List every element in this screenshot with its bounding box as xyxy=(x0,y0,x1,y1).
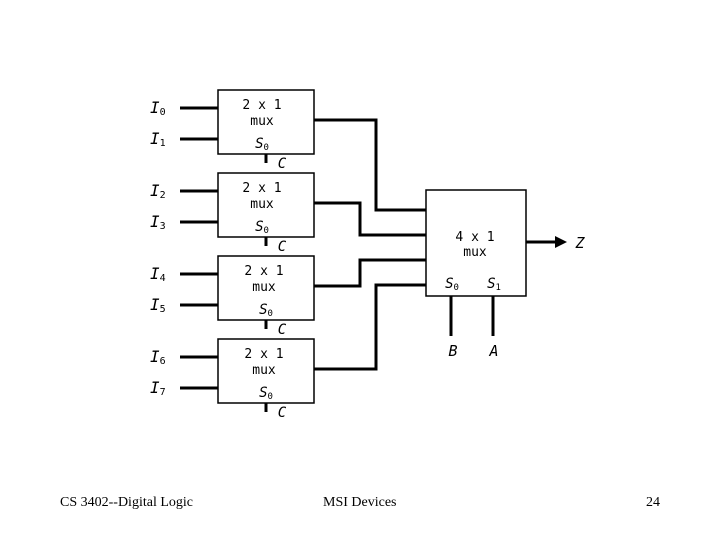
input-label: I4 xyxy=(150,264,166,284)
mux-label: 4 x 1 xyxy=(455,230,494,245)
connection-wire xyxy=(314,201,426,237)
mux-label: 2 x 1 xyxy=(242,98,281,113)
input-label: I6 xyxy=(150,347,166,367)
select-label: S0 xyxy=(255,219,269,236)
mux-label: 2 x 1 xyxy=(244,347,283,362)
mux-label: mux xyxy=(252,280,276,295)
select-label: S0 xyxy=(259,302,273,319)
control-label: C xyxy=(278,156,287,172)
control-label: C xyxy=(278,405,287,421)
course-title: CS 3402--Digital Logic xyxy=(60,495,193,510)
select-label: S0 xyxy=(445,276,459,293)
control-label: C xyxy=(278,239,287,255)
mux-label: mux xyxy=(250,114,274,129)
output-label: Z xyxy=(574,234,585,252)
mux-label: 2 x 1 xyxy=(244,264,283,279)
mux-label: 2 x 1 xyxy=(242,181,281,196)
connection-wire xyxy=(314,258,426,288)
select-signal-label: A xyxy=(488,342,498,360)
slide-topic: MSI Devices xyxy=(323,495,397,510)
mux-label: mux xyxy=(252,363,276,378)
select-label: S1 xyxy=(487,276,501,293)
input-label: I7 xyxy=(150,378,166,398)
connection-wire xyxy=(314,283,426,371)
control-label: C xyxy=(278,322,287,338)
input-label: I2 xyxy=(150,181,166,201)
output-arrow xyxy=(555,236,567,248)
select-signal-label: B xyxy=(448,342,457,360)
input-label: I1 xyxy=(150,129,166,149)
page-number: 24 xyxy=(646,495,660,510)
input-label: I0 xyxy=(150,98,166,118)
input-label: I3 xyxy=(150,212,166,232)
connection-wire xyxy=(314,118,426,212)
select-label: S0 xyxy=(255,136,269,153)
mux-label: mux xyxy=(250,197,274,212)
mux-label: mux xyxy=(463,245,487,260)
input-label: I5 xyxy=(150,295,166,315)
select-label: S0 xyxy=(259,385,273,402)
